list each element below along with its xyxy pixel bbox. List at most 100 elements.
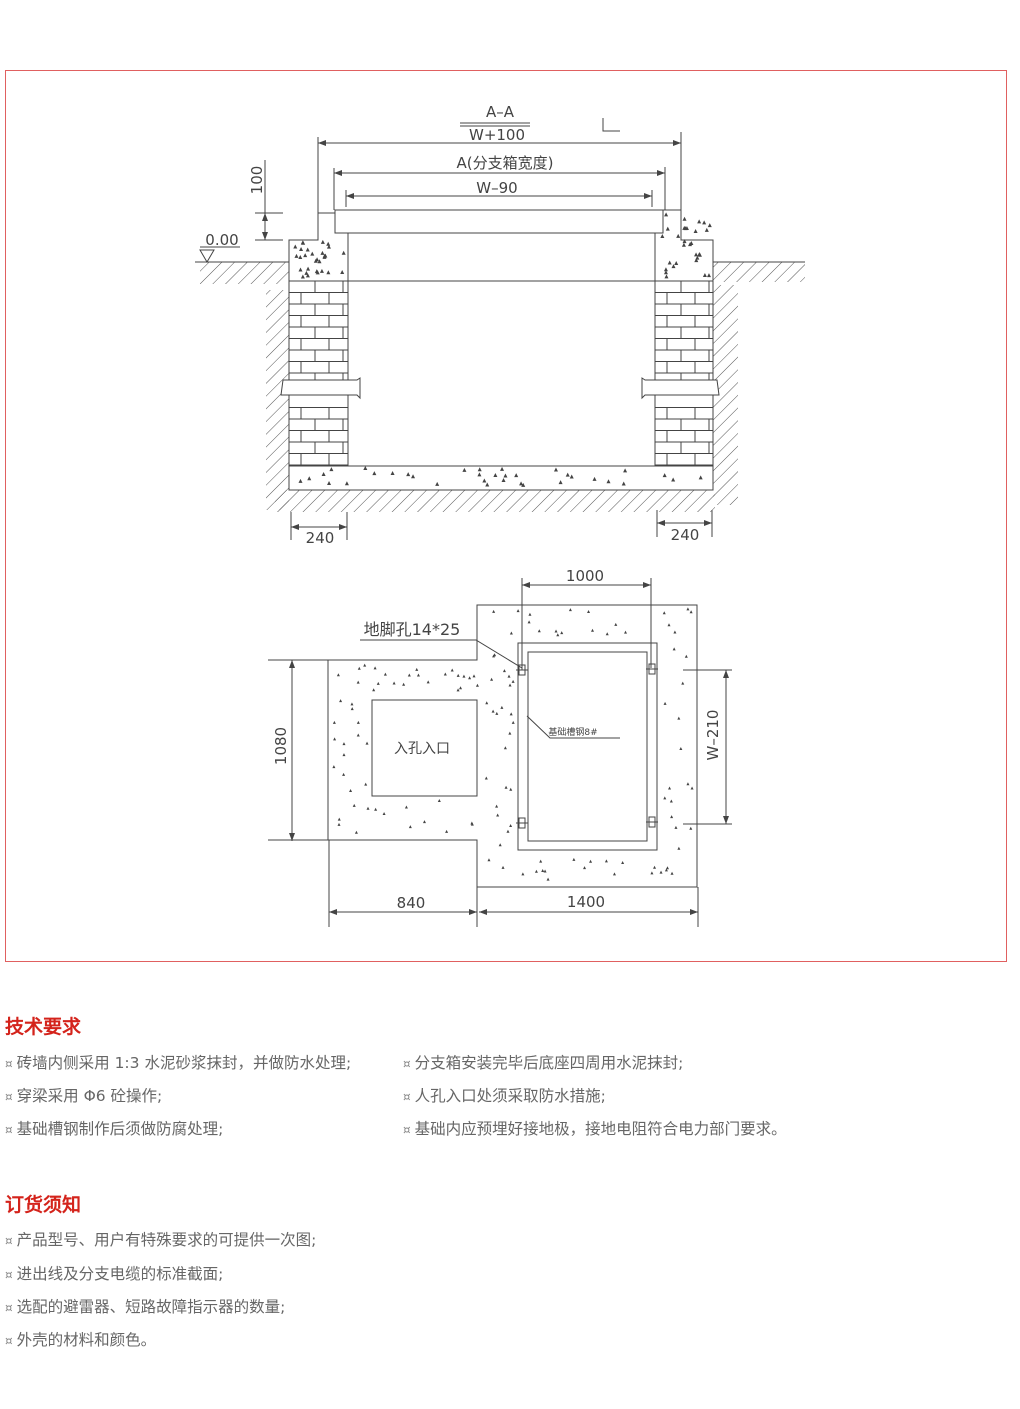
aggregate-mark [684,654,688,658]
aggregate-mark [528,612,532,616]
aggregate-mark [298,267,303,272]
aggregate-mark [508,683,512,687]
aggregate-mark [668,786,672,790]
aggregate-mark [537,629,541,633]
tech-item: ¤穿梁采用 Φ6 砼操作; [5,1087,163,1105]
aggregate-mark [681,242,686,247]
aggregate-mark [664,212,669,217]
aggregate-mark [663,267,668,272]
aggregate-mark [694,258,699,263]
manhole-label: 入孔入口 [394,741,450,757]
aggregate-mark [604,859,608,863]
aggregate-mark [329,467,334,472]
aggregate-mark [492,609,496,613]
aggregate-mark [319,268,324,273]
dim-240-left: 240 [306,529,335,547]
aggregate-mark [673,630,677,634]
aggregate-mark [671,477,676,482]
aggregate-mark [492,654,496,658]
aggregate-mark [300,240,305,245]
aggregate-mark [671,264,676,269]
aggregate-mark [390,471,395,476]
aggregate-mark [495,711,499,715]
aggregate-mark [435,481,440,486]
plan-view [268,578,732,927]
aggregate-mark [693,228,698,233]
aggregate-mark [683,226,688,231]
aggregate-mark [592,476,597,481]
tech-item: ¤分支箱安装完毕后底座四周用水泥抹封; [403,1054,684,1072]
tech-item: ¤基础槽钢制作后须做防腐处理; [5,1120,224,1138]
aggregate-mark [686,782,690,786]
anchor-hole-label: 地脚孔14*25 [364,620,461,639]
aggregate-mark [470,821,474,825]
aggregate-mark [303,253,308,258]
aggregate-mark [352,803,356,807]
aggregate-mark [509,824,513,828]
aggregate-mark [354,830,358,834]
aggregate-mark [326,244,331,249]
aggregate-mark [340,269,345,274]
aggregate-mark [300,274,305,279]
aggregate-mark [298,254,303,259]
dim-1000: 1000 [566,567,604,585]
aggregate-mark [437,799,441,803]
aggregate-mark [342,772,346,776]
aggregate-mark [333,737,337,741]
aggregate-mark [402,682,406,686]
aggregate-mark [342,742,346,746]
aggregate-mark [660,234,665,239]
aggregate-mark [366,806,370,810]
aggregate-mark [408,825,412,829]
aggregate-mark [507,674,511,678]
aggregate-mark [475,683,479,687]
level-label: 0.00 [205,231,238,249]
aggregate-mark [482,478,487,483]
aggregate-mark [664,868,668,872]
aggregate-mark [332,720,336,724]
aggregate-mark [310,251,315,256]
aggregate-mark [679,746,683,750]
aggregate-mark [313,258,318,263]
aggregate-mark [363,663,367,667]
aggregate-mark [663,270,668,275]
aggregate-mark [534,869,538,873]
aggregate-mark [662,473,667,478]
aggregate-mark [404,805,408,809]
aggregate-mark [663,701,667,705]
aggregate-mark [363,466,368,471]
dim-w-plus-100: W+100 [469,126,525,144]
aggregate-mark [560,631,564,635]
drawing-frame [5,70,1007,962]
tech-item: ¤砖墙内侧采用 1:3 水泥砂浆抹封，并做防水处理; [5,1054,352,1072]
aggregate-mark [320,239,325,244]
order-item: ¤外壳的材料和颜色。 [5,1331,157,1349]
aggregate-mark [304,270,309,275]
aggregate-mark [677,846,681,850]
aggregate-mark [356,680,360,684]
aggregate-mark [456,673,460,677]
aggregate-mark [558,480,563,485]
dim-a: A(分支箱宽度) [457,154,554,172]
aggregate-mark [495,804,499,808]
aggregate-mark [305,273,310,278]
aggregate-mark [677,716,681,720]
aggregate-mark [541,868,545,872]
aggregate-mark [663,796,667,800]
aggregate-mark [614,622,618,626]
aggregate-mark [487,858,491,862]
aggregate-mark [674,825,678,829]
aggregate-mark [521,482,526,487]
aggregate-mark [342,753,346,757]
aggregate-mark [689,610,693,614]
aggregate-mark [372,688,376,692]
aggregate-mark [450,668,454,672]
aggregate-mark [496,813,500,817]
dim-1400: 1400 [567,893,605,911]
aggregate-mark [702,220,707,225]
aggregate-mark [298,478,303,483]
aggregate-mark [490,677,494,681]
aggregate-mark [686,607,690,611]
channel-steel-label: 基础槽钢8# [548,726,597,738]
tech-item: ¤基础内应预埋好接地极，接地电阻符合电力部门要求。 [403,1120,787,1138]
